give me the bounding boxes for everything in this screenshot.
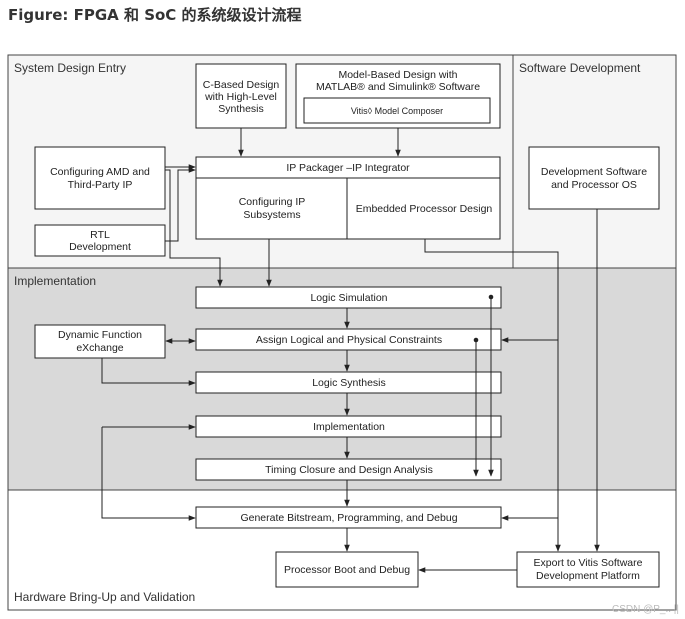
rtl-development-box: RTL Development: [34, 224, 166, 257]
model-based-line-1: Model-Based Design with: [338, 69, 457, 81]
timing-closure-box: Timing Closure and Design Analysis: [195, 458, 502, 481]
model-based-design-box: Model-Based Design with MATLAB® and Simu…: [295, 63, 501, 129]
c-based-design-line-3: Synthesis: [218, 103, 264, 115]
dynamic-function-exchange-box: Dynamic Function eXchange: [34, 324, 166, 359]
processor-boot-label: Processor Boot and Debug: [284, 564, 410, 576]
configuring-ip-subsystems-line-2: Subsystems: [243, 209, 300, 221]
logic-simulation-box: Logic Simulation: [195, 286, 502, 309]
region-label-implementation: Implementation: [14, 274, 96, 288]
assign-constraints-label: Assign Logical and Physical Constraints: [256, 334, 442, 346]
logic-synthesis-label: Logic Synthesis: [312, 377, 386, 389]
junction-dot-constraints: [473, 337, 479, 343]
timing-closure-label: Timing Closure and Design Analysis: [265, 464, 433, 476]
c-based-design-line-1: C-Based Design: [203, 79, 280, 91]
implementation-step-box: Implementation: [195, 415, 502, 438]
arrow-embedded-to-export: [424, 239, 561, 552]
configuring-amd-box: Configuring AMD and Third-Party IP: [34, 146, 166, 210]
implementation-step-label: Implementation: [313, 421, 385, 433]
export-vitis-line-1: Export to Vitis Software: [534, 557, 643, 569]
region-label-software-development: Software Development: [519, 61, 641, 75]
c-based-design-line-2: with High-Level: [204, 91, 277, 103]
vitis-model-composer: Vitis◊ Model Composer: [351, 106, 443, 116]
embedded-processor-design: Embedded Processor Design: [356, 203, 493, 215]
arrow-dfx-to-synth: [101, 358, 196, 386]
configuring-ip-subsystems-line-1: Configuring IP: [239, 196, 306, 208]
dev-software-os-line-1: Development Software: [541, 166, 647, 178]
generate-bitstream-label: Generate Bitstream, Programming, and Deb…: [240, 512, 457, 524]
region-label-system-design-entry: System Design Entry: [14, 61, 126, 75]
arrow-amd-to-logic-sim: [165, 169, 223, 287]
ip-packager-box: IP Packager –IP Integrator Configuring I…: [195, 156, 501, 240]
processor-boot-box: Processor Boot and Debug: [275, 551, 419, 588]
ip-packager-label: IP Packager –IP Integrator: [286, 162, 410, 174]
dfx-line-1: Dynamic Function: [58, 329, 142, 341]
logic-simulation-label: Logic Simulation: [310, 292, 387, 304]
dev-software-os-box: Development Software and Processor OS: [528, 146, 660, 210]
configuring-amd-line-2: Third-Party IP: [68, 179, 133, 191]
export-vitis-box: Export to Vitis Software Development Pla…: [516, 551, 660, 588]
junction-dot-sim: [488, 294, 494, 300]
assign-constraints-box: Assign Logical and Physical Constraints: [195, 328, 502, 351]
configuring-amd-line-1: Configuring AMD and: [50, 166, 150, 178]
rtl-development-line-2: Development: [69, 241, 131, 253]
connectors: [101, 128, 600, 573]
dfx-line-2: eXchange: [76, 342, 123, 354]
figure-title: Figure: FPGA 和 SoC 的系统级设计流程: [8, 6, 302, 24]
watermark: CSDN @P_.. ||: [611, 604, 679, 615]
arrow-rtl-to-ip: [165, 167, 196, 242]
generate-bitstream-box: Generate Bitstream, Programming, and Deb…: [195, 506, 502, 529]
model-based-line-2: MATLAB® and Simulink® Software: [316, 81, 480, 93]
region-label-hardware-bringup: Hardware Bring-Up and Validation: [14, 590, 195, 604]
dev-software-os-line-2: and Processor OS: [551, 179, 637, 191]
logic-synthesis-box: Logic Synthesis: [195, 371, 502, 394]
export-vitis-line-2: Development Platform: [536, 570, 640, 582]
arrow-dfx-to-bitstream: [101, 427, 196, 521]
c-based-design-box: C-Based Design with High-Level Synthesis: [195, 63, 287, 129]
rtl-development-line-1: RTL: [90, 229, 110, 241]
